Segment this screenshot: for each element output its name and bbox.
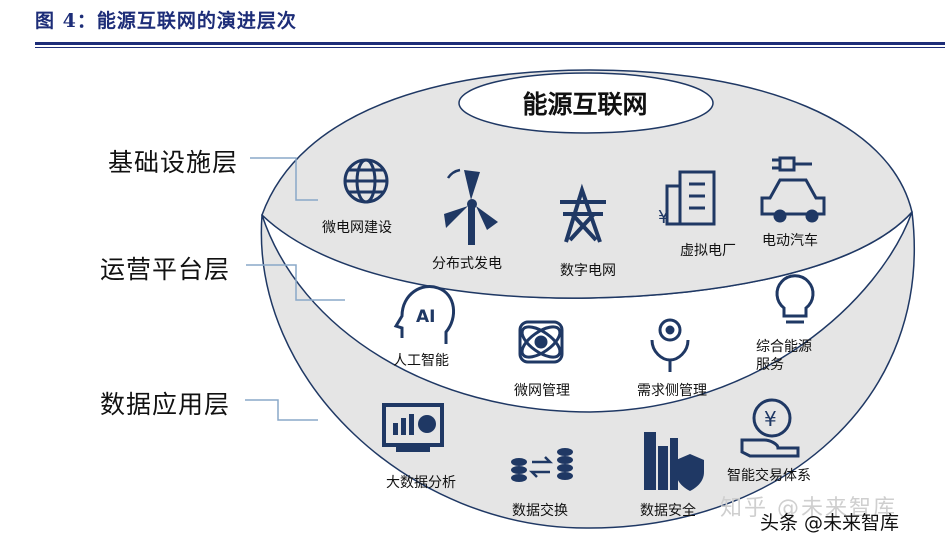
shield-building-icon <box>644 432 704 491</box>
item-big-data: 大数据分析 <box>386 475 456 491</box>
layer-label-infrastructure: 基础设施层 <box>108 148 239 177</box>
item-data-exchange: 数据交换 <box>512 503 568 519</box>
title-rule <box>35 42 945 45</box>
item-virtual-plant: 虚拟电厂 <box>680 243 736 259</box>
center-title: 能源互联网 <box>522 90 648 119</box>
leader-infrastructure <box>250 157 318 201</box>
ev-car-icon <box>760 156 826 223</box>
layer-label-application: 数据应用层 <box>100 390 231 419</box>
infrastructure-cap <box>261 69 913 299</box>
wind-turbine-icon <box>444 168 498 245</box>
item-smart-trading: 智能交易体系 <box>727 468 811 484</box>
virtual-plant-icon: ¥ <box>658 170 716 228</box>
layer-label-platform: 运营平台层 <box>100 255 231 284</box>
chart-monitor-icon <box>382 403 444 452</box>
leader-platform <box>246 264 345 301</box>
center-ellipse <box>458 72 714 134</box>
item-service: 服务 <box>756 357 784 373</box>
pylon-icon <box>560 183 606 243</box>
watermark: 知乎 @未来智库 <box>720 496 897 521</box>
item-microgrid: 微电网建设 <box>322 220 392 236</box>
atom-icon <box>518 320 564 364</box>
figure-title: 图 4：能源互联网的演进层次 <box>35 10 297 32</box>
item-integrated-energy: 综合能源 <box>756 339 812 355</box>
item-ai: 人工智能 <box>393 353 449 369</box>
svg-text:¥: ¥ <box>658 207 669 228</box>
item-digital-grid: 数字电网 <box>560 263 616 279</box>
ai-head-icon: AI <box>393 285 455 344</box>
leader-application <box>245 399 318 421</box>
item-demand-mgmt: 需求侧管理 <box>637 383 707 399</box>
svg-text:AI: AI <box>416 307 435 327</box>
item-distributed-gen: 分布式发电 <box>432 256 502 272</box>
title-rule-thin <box>35 47 945 48</box>
item-microgrid-mgmt: 微网管理 <box>514 383 570 399</box>
item-ev: 电动汽车 <box>762 233 818 249</box>
item-data-security: 数据安全 <box>640 503 696 519</box>
hand-gear-icon <box>650 318 690 372</box>
yuan-hand-icon: ¥ <box>740 398 800 458</box>
globe-icon <box>343 158 389 204</box>
source-watermark: 头条 @未来智库 <box>760 512 900 534</box>
bulb-icon <box>775 274 815 324</box>
exchange-icon <box>511 448 573 482</box>
svg-text:¥: ¥ <box>764 407 777 431</box>
